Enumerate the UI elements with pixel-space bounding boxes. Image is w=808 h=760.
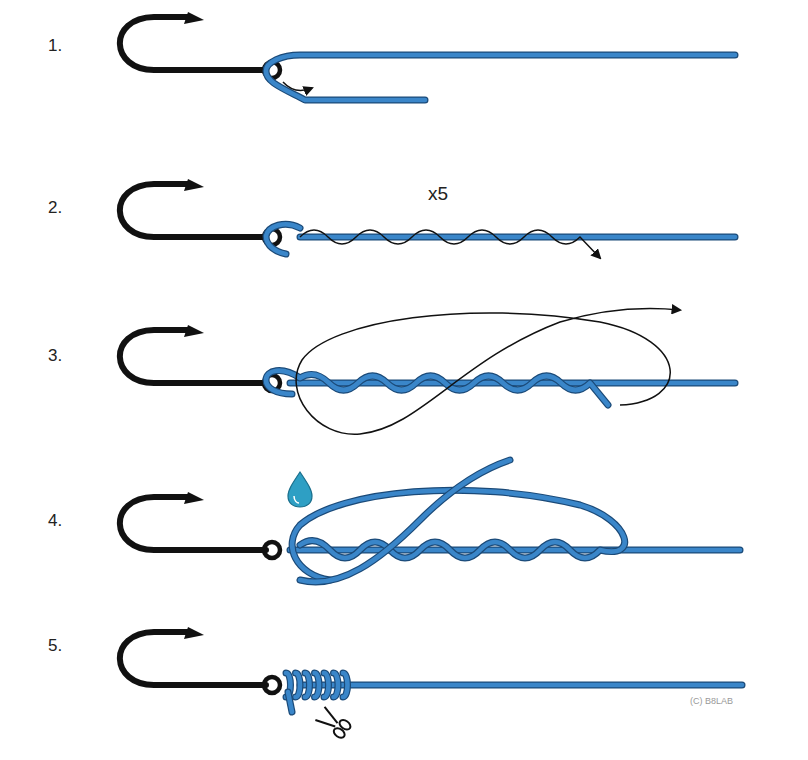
hook-shank [120,330,266,383]
step-number: 5. [48,637,62,654]
knot-coil [343,673,348,697]
fishing-line [300,683,742,688]
tag-end-outline [266,224,300,254]
trimmed-tag [288,692,292,712]
wrap-path [300,230,600,258]
step-number: 4. [48,512,62,529]
tag-end-outline [300,460,510,582]
knot-coil [305,673,310,697]
step-number: 3. [48,347,62,364]
wrapped-tag [266,371,608,405]
wrapped-tag-outline [266,371,608,405]
hook-barb [184,179,204,191]
fish-hook [120,492,280,558]
repeat-count: x5 [428,184,448,203]
tag-end [266,224,300,254]
knot-coil-outline [343,673,348,697]
step-number: 2. [48,199,62,216]
water-drop [288,472,312,507]
knot-coil [324,673,329,697]
knot-coil-outline [315,673,320,697]
hook-barb [184,492,204,504]
tag-end [300,460,510,582]
trimmed-tag-outline [288,692,292,712]
watermark: (C) B8LAB [690,697,733,706]
hook-shank [120,184,266,237]
knot-coil-outline [334,673,339,697]
knot-coil-outline [296,673,301,697]
direction-arrow [283,82,312,90]
hook-eye [264,542,280,558]
hook-barb [184,627,204,639]
fish-hook [120,179,280,245]
threading-path [296,309,680,435]
hook-eye [264,677,280,693]
hook-shank [120,17,266,70]
knot-coil [296,673,301,697]
knot-coil-outline [324,673,329,697]
fishing-line [266,55,735,100]
knot-coil [334,673,339,697]
hook-shank [120,632,266,685]
fish-hook [120,12,280,78]
fish-hook [120,325,280,391]
hook-barb [184,12,204,24]
fish-hook [120,627,280,693]
step-number: 1. [48,37,62,54]
hook-barb [184,325,204,337]
knot-coil-outline [305,673,310,697]
wrapped-tag [292,490,625,580]
knot-coil [315,673,320,697]
fishing-line-outline [300,682,742,689]
drop-highlight [294,496,299,503]
fishing-line-outline [266,55,735,100]
wrapped-tag-outline [292,490,625,580]
fishing-line [300,235,735,240]
scissors-icon [315,706,352,740]
hook-shank [120,497,266,550]
fishing-line-outline [300,234,735,241]
